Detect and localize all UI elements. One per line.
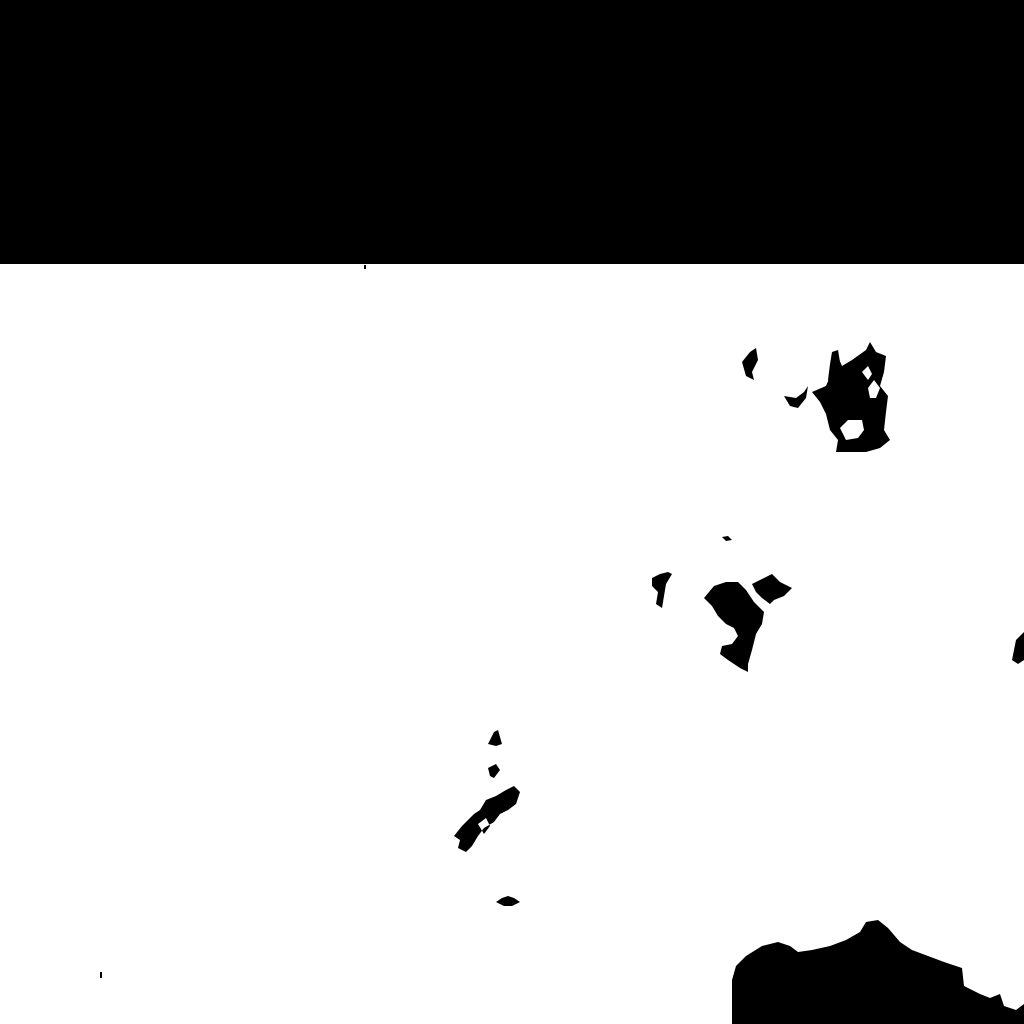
mask-region-speck-1 bbox=[364, 265, 366, 269]
mask-region-center-left-small bbox=[652, 572, 672, 608]
mask-region-right-edge-sliver bbox=[1012, 632, 1024, 664]
mask-region-center-right-main bbox=[704, 582, 764, 672]
mask-region-bottom-right-mass bbox=[732, 920, 1024, 1024]
mask-region-top-band bbox=[0, 0, 1024, 264]
mask-region-speck-2 bbox=[100, 972, 102, 978]
mask-region-upper-right-cluster-arc-left bbox=[828, 350, 840, 388]
mask-region-upper-right-cluster-main bbox=[812, 342, 890, 452]
mask-region-lower-left-blob bbox=[496, 896, 520, 906]
mask-region-center-right-wing bbox=[752, 574, 792, 604]
mask-region-lower-left-peak bbox=[488, 730, 502, 746]
mask-region-lower-left-fragment bbox=[488, 764, 500, 778]
mask-region-upper-right-cluster-small bbox=[784, 386, 808, 408]
mask-region-upper-right-cluster-left-arc bbox=[742, 348, 758, 380]
mask-region-center-dot bbox=[722, 536, 732, 541]
mask-region-lower-left-cluster bbox=[454, 786, 520, 852]
